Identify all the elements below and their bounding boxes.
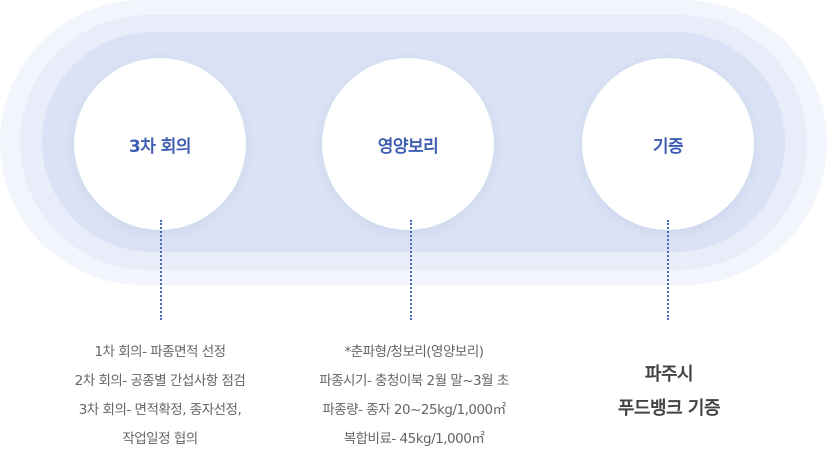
detail-line: *춘파형/청보리(영양보리) [344, 344, 484, 360]
dotted-connector-meeting [160, 220, 162, 320]
detail-line: 3차 회의- 면적확정, 종자선정, [78, 402, 242, 418]
step-circle-donation: 기증 [582, 58, 754, 230]
step-details-barley: *춘파형/청보리(영양보리) 파종시기- 충청이북 2월 말~3월 초 파종량-… [284, 338, 544, 454]
step-title-meeting: 3차 회의 [128, 136, 192, 157]
detail-line: 파주시 [644, 364, 694, 385]
step-title-donation: 기증 [652, 136, 684, 157]
detail-line: 파종시기- 충청이북 2월 말~3월 초 [319, 373, 509, 389]
step-details-donation: 파주시 푸드뱅크 기증 [552, 358, 786, 426]
detail-line: 1차 회의- 파종면적 선정 [94, 344, 226, 360]
step-circle-barley: 영양보리 [322, 58, 494, 230]
dotted-connector-donation [667, 220, 669, 320]
step-circle-meeting: 3차 회의 [74, 58, 246, 230]
step-details-meeting: 1차 회의- 파종면적 선정 2차 회의- 공종별 간섭사항 점검 3차 회의-… [30, 338, 290, 454]
detail-line: 복합비료- 45kg/1,000㎡ [343, 431, 485, 447]
detail-line: 2차 회의- 공종별 간섭사항 점검 [74, 373, 246, 389]
detail-line: 작업일정 협의 [122, 431, 198, 447]
detail-line: 푸드뱅크 기증 [617, 398, 721, 419]
detail-line: 파종량- 종자 20~25kg/1,000㎡ [322, 402, 506, 418]
step-title-barley: 영양보리 [377, 136, 439, 157]
dotted-connector-barley [410, 220, 412, 320]
